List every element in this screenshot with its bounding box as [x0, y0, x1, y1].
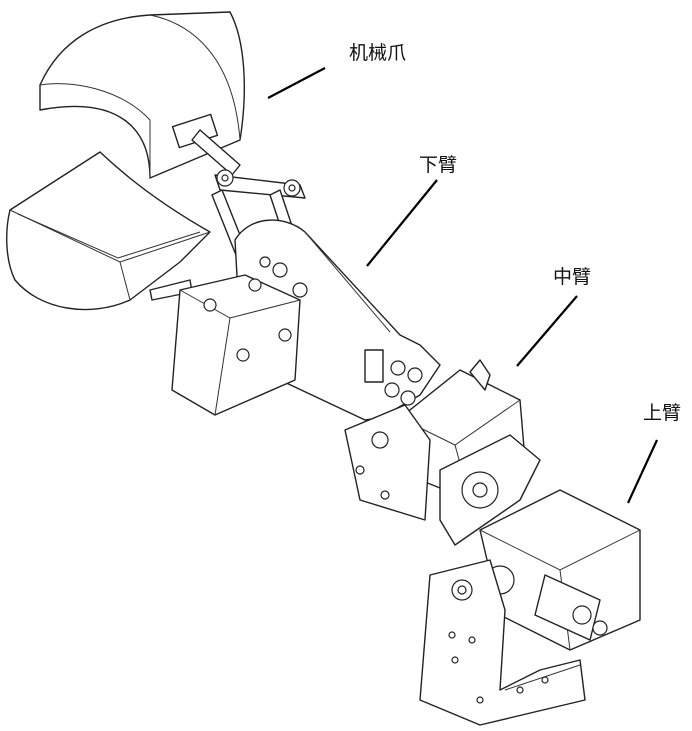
upper-arm-leader-line	[628, 440, 657, 503]
gripper-leader-line	[268, 68, 325, 98]
lower-arm-leader-line	[367, 180, 437, 266]
lower-arm-label: 下臂	[419, 150, 457, 177]
middle-arm-leader-line	[517, 296, 577, 366]
middle-arm-label: 中臂	[553, 262, 591, 289]
gripper-label: 机械爪	[349, 38, 406, 65]
upper-arm-label: 上臂	[643, 398, 681, 425]
